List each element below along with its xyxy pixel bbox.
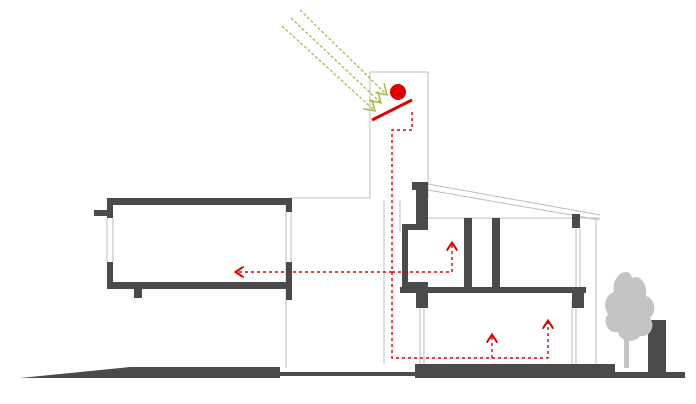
building-outline <box>106 71 601 368</box>
air-flow-arrows <box>237 112 548 359</box>
ground <box>20 320 685 378</box>
tree-icon <box>605 272 655 368</box>
solar-collector-icon <box>371 98 413 122</box>
sun-rays <box>281 9 386 110</box>
sun-icon <box>390 84 406 100</box>
building-walls <box>94 182 586 308</box>
